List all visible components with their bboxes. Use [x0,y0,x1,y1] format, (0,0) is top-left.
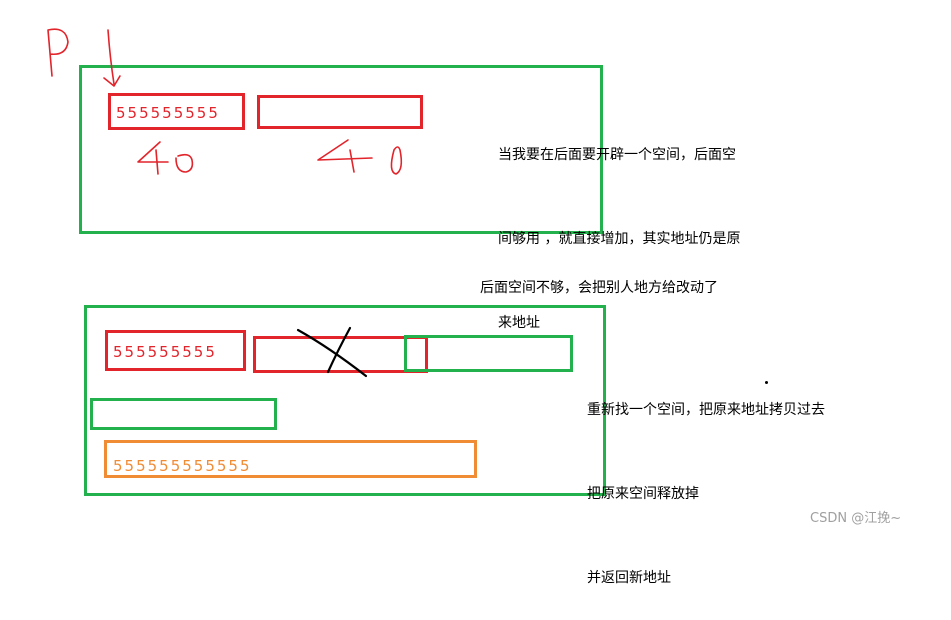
new-allocated-block-contents: 555555555555 [113,457,252,475]
top-note-line-1: 当我要在后面要开辟一个空间，后面空 [498,147,736,163]
bottom-failed-extension-block [253,336,428,373]
new-allocated-block: 555555555555 [104,440,477,478]
top-extended-block [257,95,423,129]
pointer-letter-p [47,28,69,77]
top-original-block-contents: 555555555 [116,104,220,122]
other-data-block [404,335,573,372]
bottom-note-line-2: 把原来空间释放掉 [587,486,699,502]
bottom-caption: 后面空间不够，会把别人地方给改动了 [480,280,718,296]
top-original-block: 555555555 [108,93,245,130]
bottom-note-line-1: 重新找一个空间，把原来地址拷贝过去 [587,402,825,418]
top-memory-region [79,65,603,234]
csdn-watermark: CSDN @江挽~ [810,511,902,526]
top-note: 当我要在后面要开辟一个空间，后面空 间够用 ，就直接增加，其实地址仍是原 来地址 [498,85,740,365]
bottom-memory-region [84,305,606,496]
bottom-original-block: 555555555 [105,330,246,371]
bottom-note: 重新找一个空间，把原来地址拷贝过去 把原来空间释放掉 并返回新地址 [587,340,825,620]
bottom-original-block-contents: 555555555 [113,343,217,361]
released-old-block [90,398,277,430]
top-note-line-3: 来地址 [498,315,540,331]
top-note-line-2: 间够用 ，就直接增加，其实地址仍是原 [498,231,741,247]
bottom-note-line-3: 并返回新地址 [587,570,671,586]
stray-dot [765,381,768,384]
